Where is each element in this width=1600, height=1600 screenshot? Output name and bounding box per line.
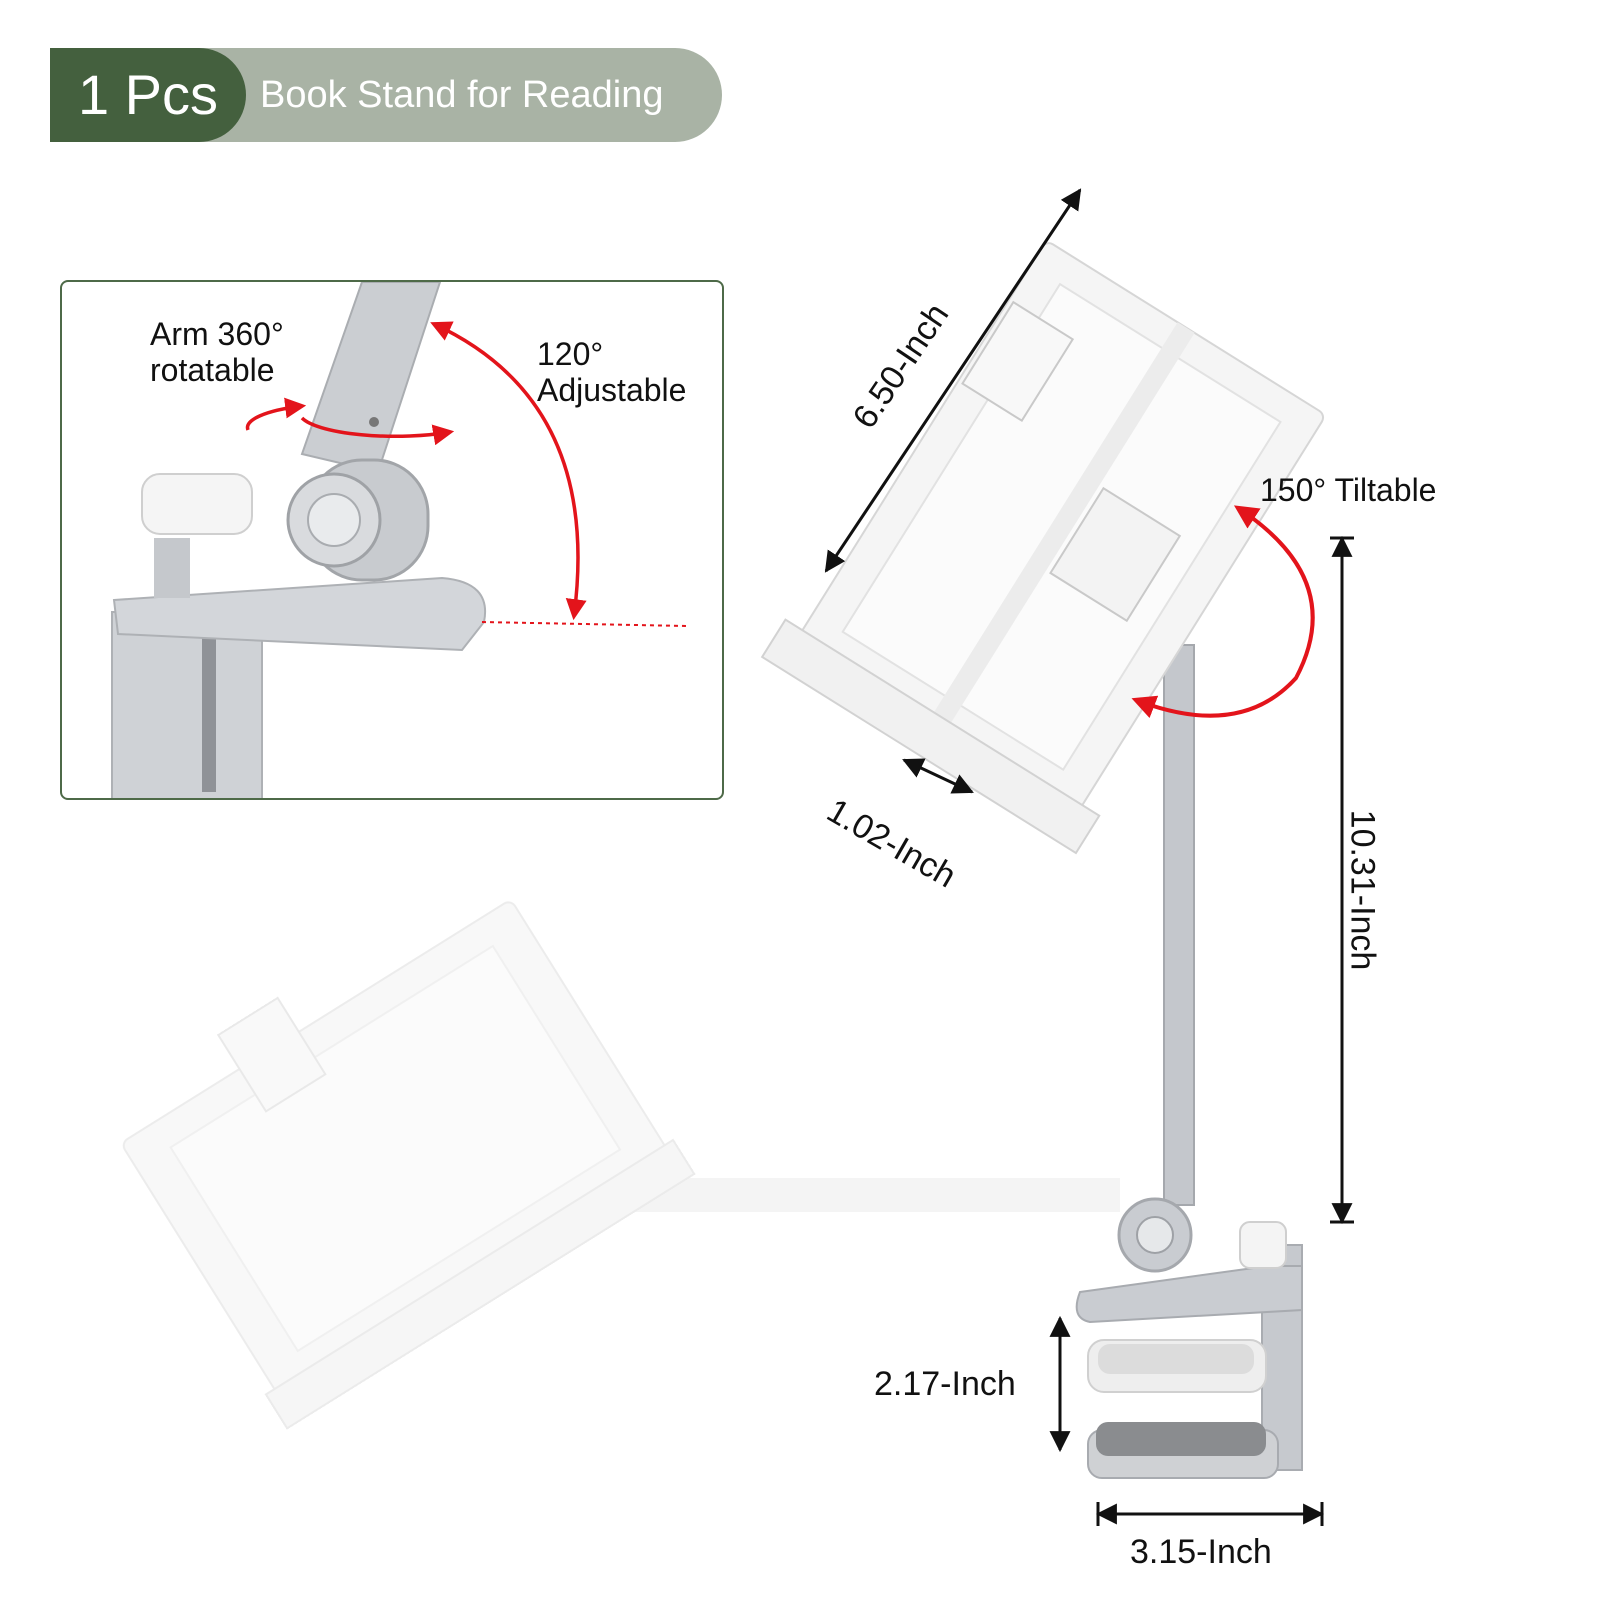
arm-dimension-label: 10.31-Inch [1343, 809, 1382, 971]
support-arm [1117, 644, 1195, 1273]
banner-title: Book Stand for Reading [260, 74, 664, 116]
tilt-label: 150° Tiltable [1260, 472, 1437, 508]
rotate-label-line1: Arm 360° [150, 316, 284, 352]
rotate-label-line2: rotatable [150, 352, 275, 388]
tilt-arc-arrow [1131, 505, 1315, 719]
hinge-detail-inset: Arm 360° rotatable 120° Adjustable [60, 280, 724, 800]
stand-folded-ghost [122, 901, 1120, 1430]
adjust-label-line1: 120° [537, 336, 604, 372]
hinge-detail-illustration [111, 282, 687, 798]
height-dimension-line [824, 188, 1082, 573]
adjust-label-line2: Adjustable [537, 372, 687, 408]
lip-dimension-line [902, 758, 974, 794]
desk-clamp [1075, 1221, 1303, 1479]
clamp-opening-label: 2.17-Inch [874, 1365, 1016, 1403]
book-holder [760, 242, 1325, 855]
clamp-width-label: 3.15-Inch [1130, 1533, 1272, 1571]
title-banner: 1 Pcs Book Stand for Reading [50, 48, 722, 142]
banner-count: 1 Pcs [77, 63, 219, 126]
banner-count-badge [50, 48, 246, 142]
